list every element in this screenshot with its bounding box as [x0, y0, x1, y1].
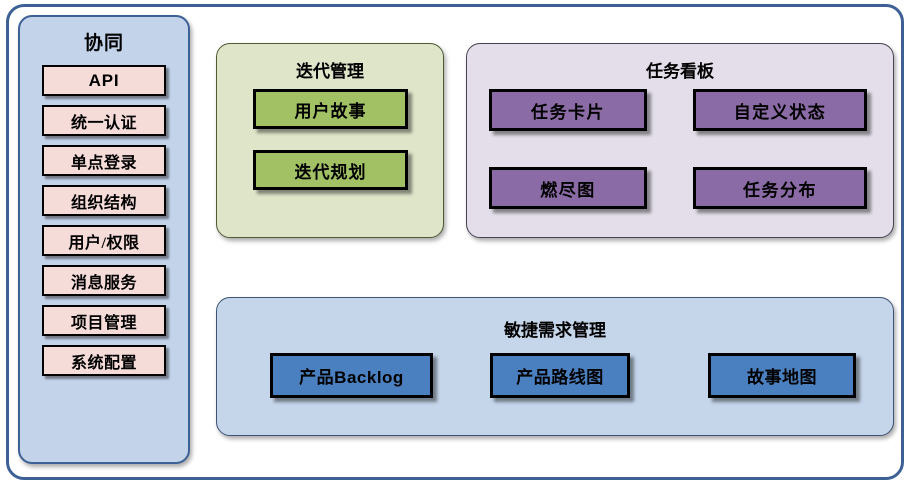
sidebar-item-single-sign-on[interactable]: 单点登录 — [42, 145, 166, 176]
sidebar-item-system-config[interactable]: 系统配置 — [42, 345, 166, 376]
panel-collaboration[interactable]: 协同 API 统一认证 单点登录 组织结构 用户/权限 消息服务 项目管理 系统… — [18, 15, 190, 464]
box-product-backlog-label-cn: 产品 — [299, 368, 335, 387]
panel-task-board[interactable]: 任务看板 任务卡片 自定义状态 燃尽图 任务分布 — [466, 43, 894, 238]
box-iteration-planning[interactable]: 迭代规划 — [253, 150, 408, 190]
sidebar-item-message-service[interactable]: 消息服务 — [42, 265, 166, 296]
panel-task-board-title: 任务看板 — [646, 62, 714, 81]
sidebar-item-org-structure[interactable]: 组织结构 — [42, 185, 166, 216]
sidebar-item-unified-auth[interactable]: 统一认证 — [42, 105, 166, 136]
box-task-distribution[interactable]: 任务分布 — [693, 167, 867, 209]
sidebar-item-api[interactable]: API — [42, 65, 166, 96]
box-product-backlog-label-latin: Backlog — [334, 368, 404, 387]
sidebar-item-list: API 统一认证 单点登录 组织结构 用户/权限 消息服务 项目管理 系统配置 — [42, 65, 166, 385]
panel-iteration-management-title: 迭代管理 — [296, 62, 364, 81]
panel-agile-requirement-management[interactable]: 敏捷需求管理 产品Backlog 产品路线图 故事地图 — [216, 297, 894, 436]
box-product-backlog-label: 产品Backlog — [299, 363, 404, 388]
box-product-roadmap[interactable]: 产品路线图 — [490, 353, 630, 398]
panel-collaboration-title: 协同 — [83, 33, 124, 54]
sidebar-item-project-management[interactable]: 项目管理 — [42, 305, 166, 336]
panel-agile-requirement-management-title: 敏捷需求管理 — [504, 321, 606, 340]
outer-frame — [6, 4, 904, 480]
box-task-card[interactable]: 任务卡片 — [489, 89, 647, 131]
box-user-story[interactable]: 用户故事 — [253, 89, 408, 129]
box-product-backlog[interactable]: 产品Backlog — [270, 353, 433, 398]
box-burndown-chart[interactable]: 燃尽图 — [489, 167, 647, 209]
panel-iteration-management[interactable]: 迭代管理 用户故事 迭代规划 — [216, 43, 444, 238]
box-story-map[interactable]: 故事地图 — [708, 353, 856, 398]
sidebar-item-user-permission[interactable]: 用户/权限 — [42, 225, 166, 256]
box-custom-status[interactable]: 自定义状态 — [693, 89, 867, 131]
